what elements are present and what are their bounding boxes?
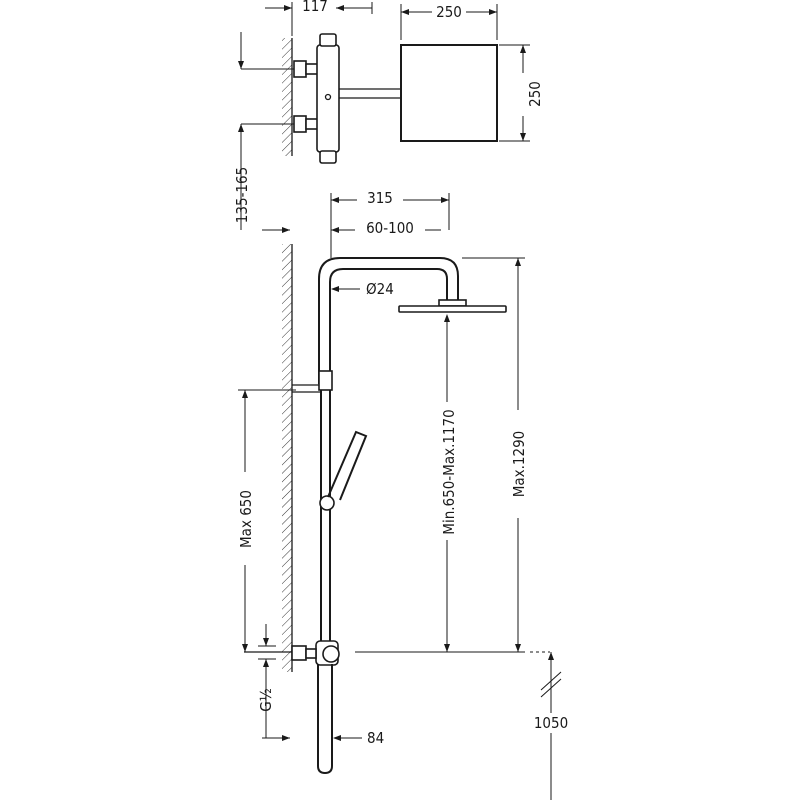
shower-head: [438, 299, 467, 307]
dim-inlet-spacing-label: 135-165: [233, 167, 251, 223]
dim-max-height-label: Max.1290: [510, 431, 528, 498]
dim-thread-label: G½: [257, 688, 275, 712]
dim-top-depth-label: 117: [302, 0, 328, 15]
slider-holder: [319, 495, 335, 511]
shower-arm: [318, 257, 459, 384]
dimension-max-height: Max.1290: [462, 257, 528, 652]
hose-loop: [317, 664, 333, 775]
dimension-floor-height: 1050: [528, 652, 574, 800]
dimension-thread: G½: [257, 624, 276, 738]
hand-shower: [327, 430, 368, 501]
wall-hatch-top: [282, 38, 292, 156]
dim-arm-offset-label: 60-100: [366, 219, 414, 237]
front-view: 315 60-100 Ø24 Min.650-Max.1170: [237, 188, 574, 800]
inlet-connector-lower: [293, 115, 307, 133]
wall-bracket: [318, 370, 333, 391]
inlet-connector-front: [291, 645, 307, 661]
dimension-bar-height: Max 650: [237, 389, 296, 652]
wall-hatch-front: [282, 244, 292, 672]
dimension-hose-offset: 84: [262, 729, 384, 747]
dim-floor-height-label: 1050: [534, 714, 568, 732]
mixer-body-top: [316, 44, 340, 153]
dimension-arm-offset: 60-100: [262, 219, 441, 237]
dim-head-width-label: 250: [436, 3, 462, 21]
top-view: 117 250 250: [233, 0, 544, 230]
dimension-top-depth: 117: [265, 0, 373, 36]
dim-hose-offset-label: 84: [367, 729, 384, 747]
dim-arm-reach-label: 315: [367, 189, 393, 207]
dimension-head-width: 250: [400, 3, 498, 40]
dimension-head-depth: 250: [499, 44, 544, 142]
dimension-pipe-diameter: Ø24: [331, 280, 394, 298]
dim-pipe-diameter-label: Ø24: [366, 280, 394, 298]
dimension-inlet-spacing: 135-165: [233, 32, 294, 230]
dim-head-depth-label: 250: [526, 81, 544, 107]
dim-head-height-label: Min.650-Max.1170: [440, 409, 458, 534]
inlet-connector-upper: [293, 60, 307, 78]
dim-bar-height-label: Max 650: [237, 490, 255, 548]
dimension-arm-reach: 315: [330, 188, 450, 258]
dimension-head-height: Min.650-Max.1170: [440, 314, 458, 652]
square-shower-head-top: [400, 44, 498, 142]
